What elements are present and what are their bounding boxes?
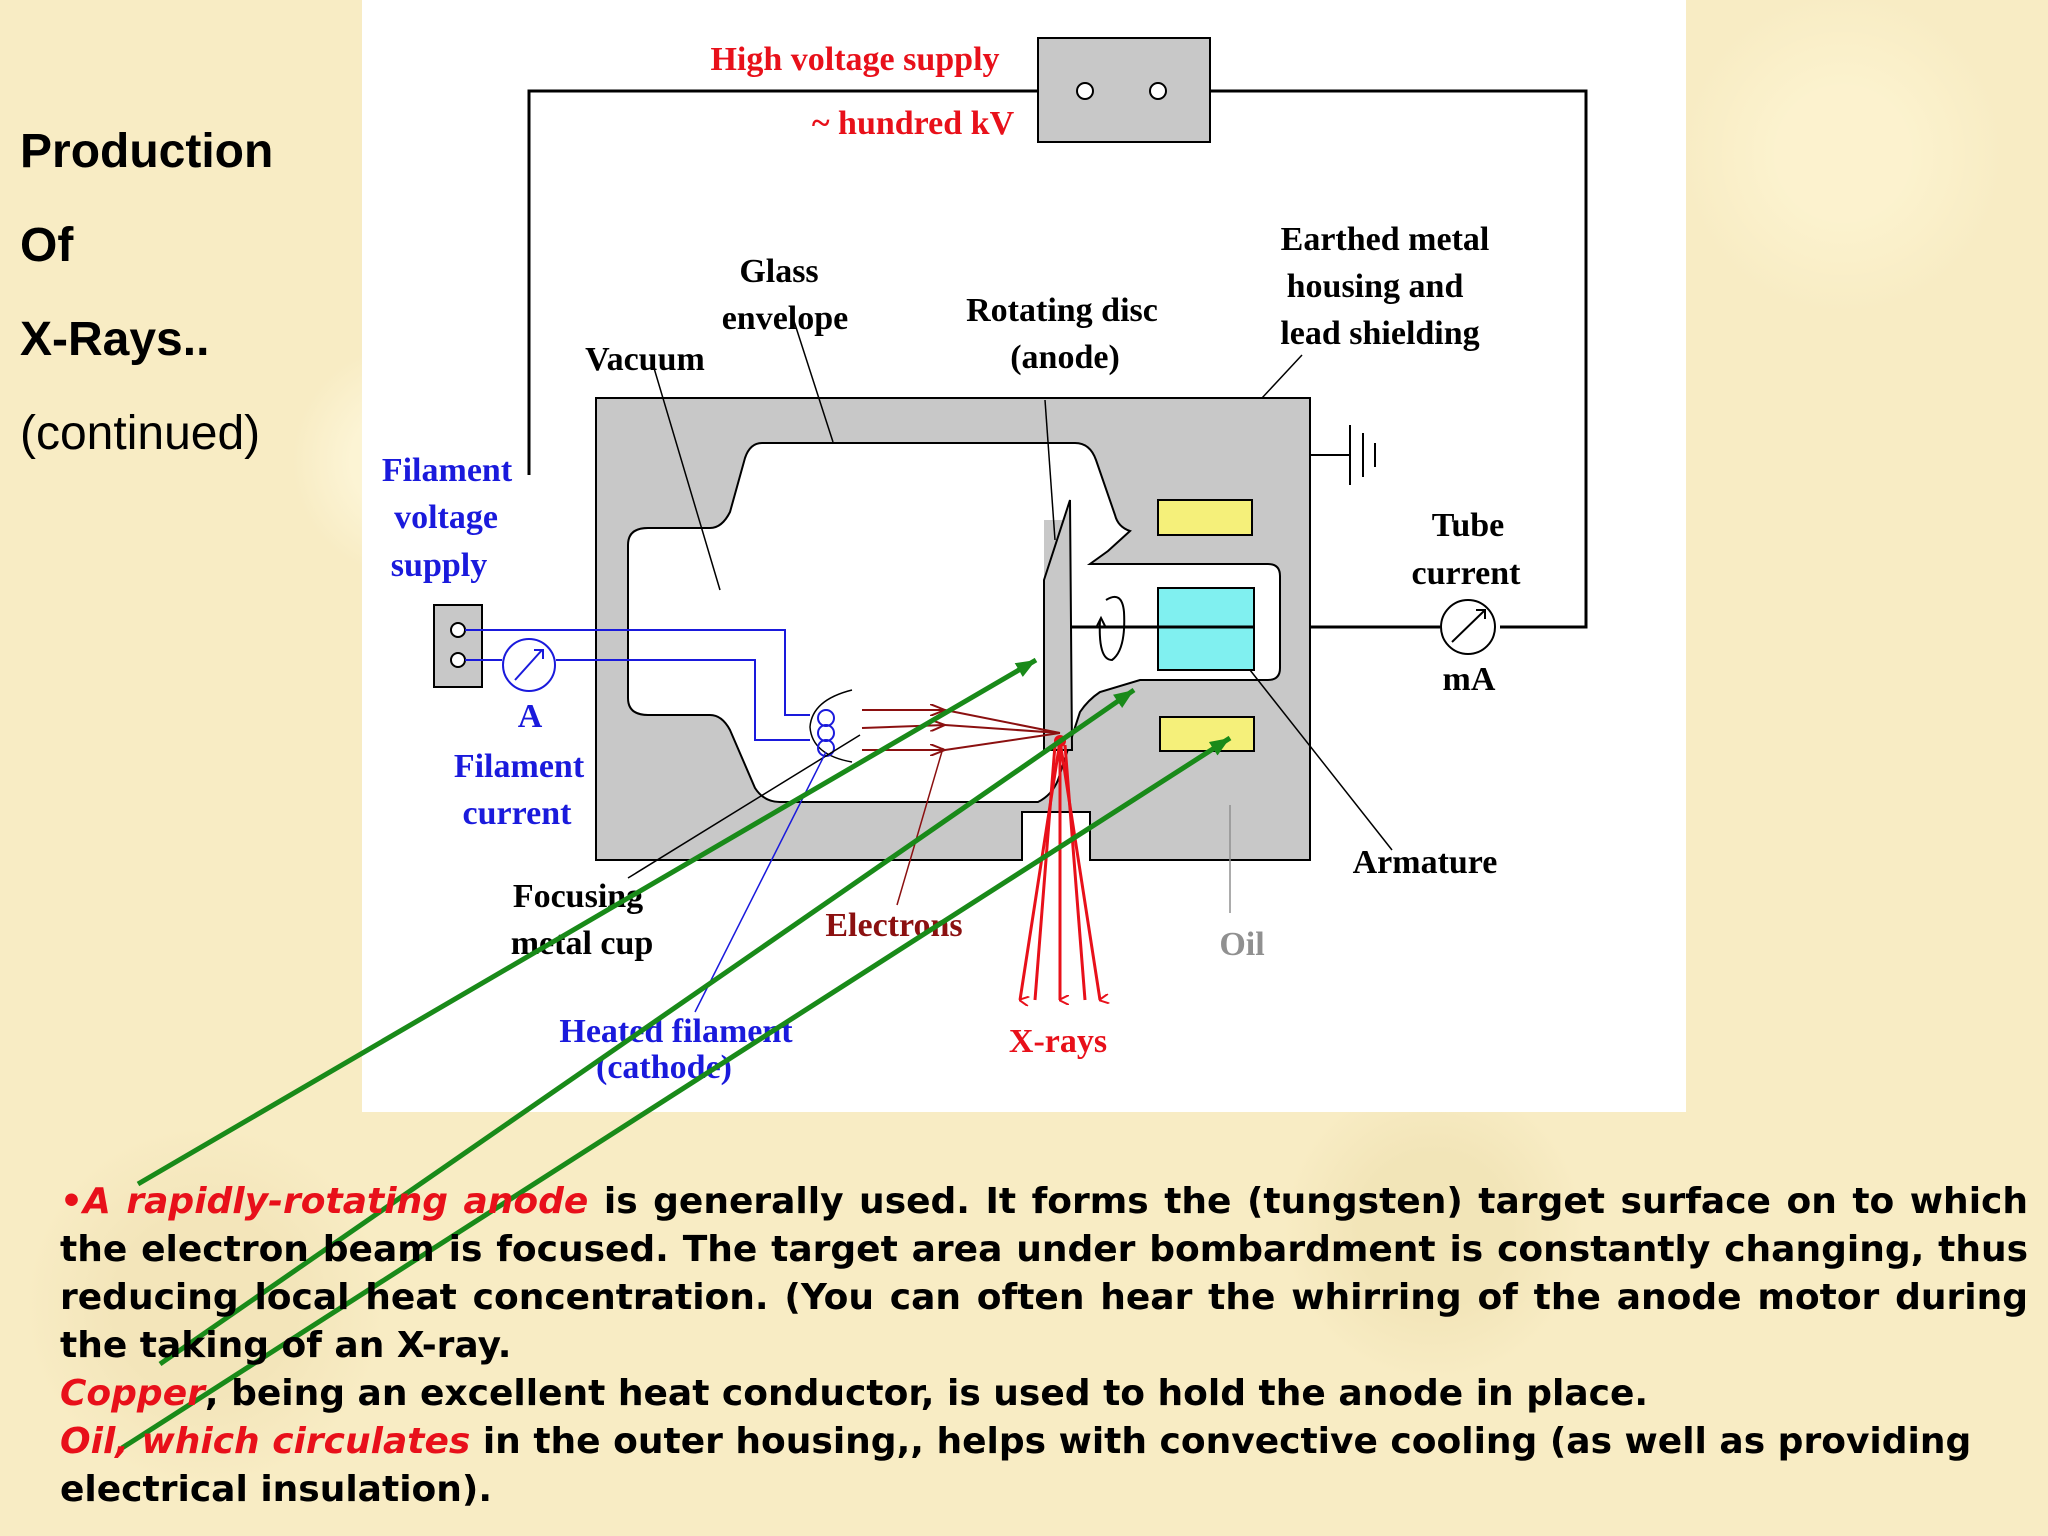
title-x-rays: X-Rays.. [20,313,210,366]
label-ma: mA [1443,661,1496,698]
stator-coil-bottom [1159,716,1255,752]
label-focusing-1: Focusing [513,878,643,915]
label-electrons: Electrons [825,907,962,944]
title-of: Of [20,219,74,272]
title-continued: (continued) [20,407,261,460]
label-oil: Oil [1219,926,1264,963]
label-tube-current-2: current [1412,555,1522,592]
label-filament-current-2: current [463,795,573,832]
label-rotating-disc-2: (anode) [1010,339,1120,376]
paragraph-copper: Copper, being an excellent heat conducto… [60,1373,1649,1414]
label-glass-2: envelope [722,300,849,337]
label-rotating-disc-1: Rotating disc [966,292,1158,329]
label-earthed-2: housing and [1287,268,1464,305]
label-tube-current-1: Tube [1432,507,1504,544]
paragraph-oil: Oil, which circulates in the outer housi… [60,1421,1972,1510]
label-filament-current-1: Filament [454,748,585,785]
label-armature: Armature [1353,844,1498,881]
term-oil: Oil, which circulates [60,1421,471,1462]
leader-lines [627,317,1393,879]
label-hundred-kv: ~ hundred kV [812,105,1015,142]
rotation-arrow-icon [1098,596,1126,662]
label-heated-filament-2: (cathode) [596,1049,732,1086]
label-focusing-2: metal cup [511,925,654,962]
label-filament-voltage-2: voltage [394,499,498,536]
glass-envelope [627,442,1281,803]
term-rotating-anode: •A rapidly-rotating anode [60,1181,589,1222]
hv-terminal-left [1076,82,1094,100]
paragraph-rotating-anode: •A rapidly-rotating anode is generally u… [60,1181,2028,1366]
label-vacuum: Vacuum [585,341,705,378]
filament-supply-box [433,604,483,688]
electron-beam [861,710,1061,750]
label-heated-filament-1: Heated filament [559,1013,793,1050]
title-production: Production [20,125,274,178]
rotor-core [1157,587,1255,671]
label-ammeter-a: A [518,698,543,735]
filament-circuit [465,629,810,741]
label-high-voltage: High voltage supply [710,41,999,78]
stator-coil-top [1157,499,1253,536]
x-ray-beams [1020,740,1100,1000]
heated-filament-coil [817,709,835,757]
anode-disc [1043,499,1074,751]
description-text: •A rapidly-rotating anode is generally u… [60,1178,2028,1514]
label-glass-1: Glass [739,253,818,290]
focusing-cup [809,689,853,763]
earth-symbol [1310,425,1376,485]
hv-supply-box [1037,37,1211,143]
label-x-rays: X-rays [1009,1023,1107,1060]
label-filament-voltage-1: Filament [382,452,513,489]
hv-terminal-right [1149,82,1167,100]
green-pointer-arrows [120,657,1232,1451]
label-filament-voltage-3: supply [391,547,487,584]
label-earthed-1: Earthed metal [1281,221,1490,258]
term-copper: Copper [60,1373,205,1414]
label-earthed-3: lead shielding [1280,315,1479,352]
